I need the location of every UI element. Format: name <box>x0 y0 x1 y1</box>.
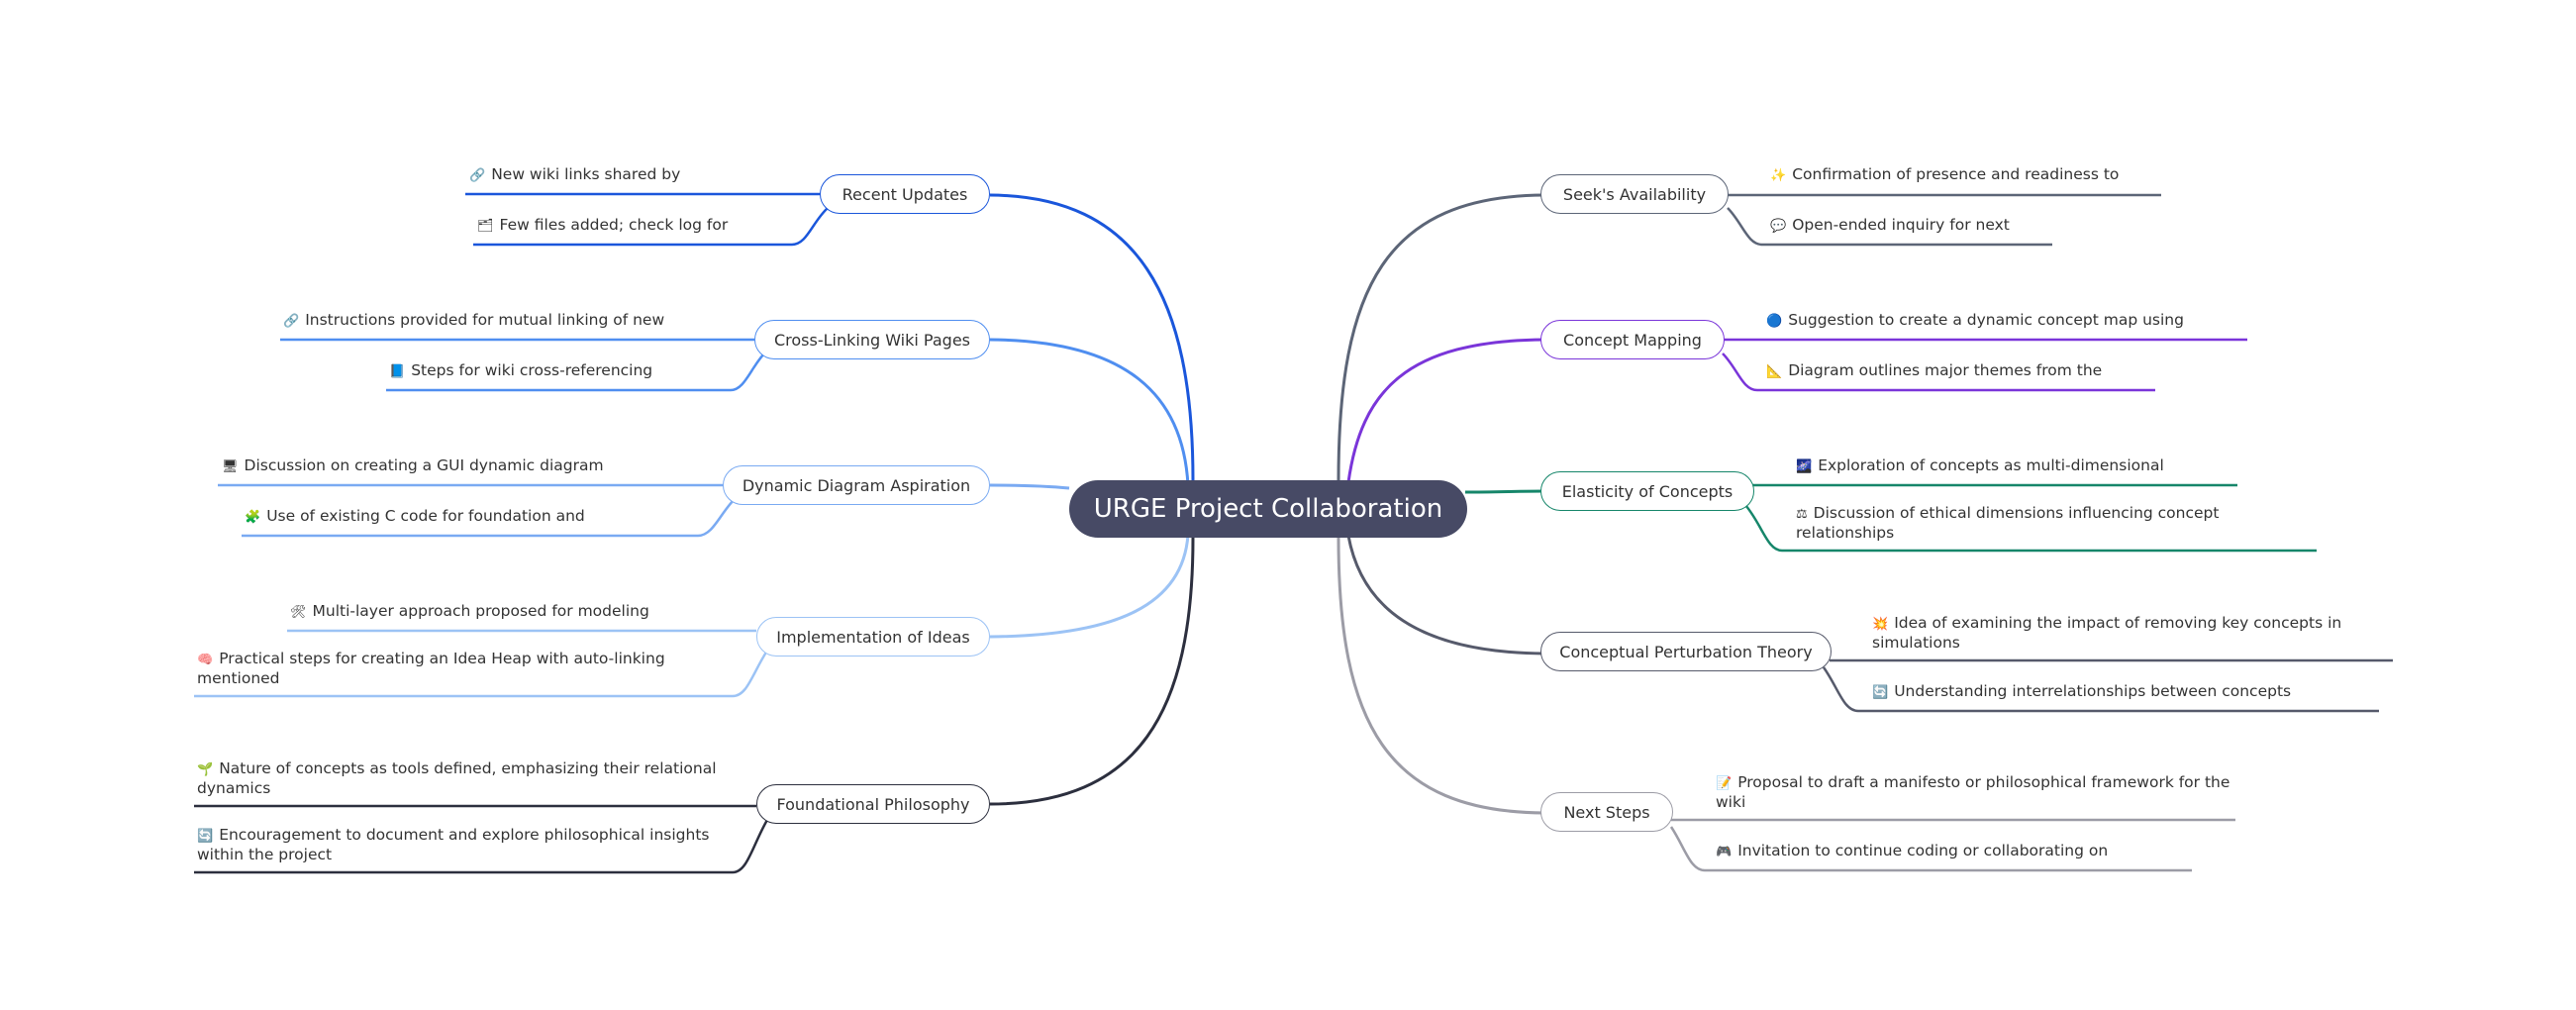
leaf-text: New wiki links shared by <box>491 165 681 183</box>
leaf-cross-linking-1[interactable]: 📘 Steps for wiki cross-referencing <box>389 361 736 381</box>
leaf-text: Steps for wiki cross-referencing <box>411 361 653 379</box>
underline-perturbation-1 <box>1822 666 2379 713</box>
sparkles-icon: ✨ <box>1770 168 1787 183</box>
connector-dynamic-diagram <box>989 483 1070 490</box>
branch-availability[interactable]: Seek's Availability <box>1540 174 1729 214</box>
leaf-recent-updates-0[interactable]: 🔗 New wiki links shared by <box>469 165 826 185</box>
leaf-implementation-1[interactable]: 🧠Practical steps for creating an Idea He… <box>197 650 732 687</box>
branch-next-steps[interactable]: Next Steps <box>1540 792 1673 832</box>
leaf-elasticity-1[interactable]: ⚖Discussion of ethical dimensions influe… <box>1796 504 2251 542</box>
leaf-text: Discussion on creating a GUI dynamic dia… <box>244 456 604 474</box>
underline-next-steps-1 <box>1669 826 2192 872</box>
blue-circle-icon: 🔵 <box>1766 314 1783 329</box>
underline-cross-linking-1 <box>386 353 765 392</box>
branch-dynamic-diagram[interactable]: Dynamic Diagram Aspiration <box>723 465 990 505</box>
branch-recent-updates[interactable]: Recent Updates <box>820 174 990 214</box>
leaf-availability-1[interactable]: 💬 Open-ended inquiry for next <box>1770 216 2067 236</box>
game-controller-icon: 🎮 <box>1716 845 1733 859</box>
cycle-arrows-icon: 🔄 <box>1872 685 1889 700</box>
branch-concept-mapping[interactable]: Concept Mapping <box>1540 320 1725 359</box>
puzzle-icon: 🧩 <box>245 510 261 525</box>
leaf-text: Proposal to draft a manifesto or philoso… <box>1716 773 2230 811</box>
root-node[interactable]: URGE Project Collaboration <box>1069 480 1467 538</box>
underline-elasticity-1 <box>1744 504 2317 553</box>
folder-icon: 🗂 <box>477 219 494 234</box>
leaf-availability-0[interactable]: ✨ Confirmation of presence and readiness … <box>1770 165 2166 185</box>
leaf-text: Multi-layer approach proposed for modeli… <box>312 602 649 620</box>
connector-availability <box>1337 193 1545 481</box>
computer-icon: 🖥 <box>222 459 239 474</box>
connector-foundational <box>989 537 1195 806</box>
leaf-foundational-0[interactable]: 🌱Nature of concepts as tools defined, em… <box>197 759 732 797</box>
branch-elasticity[interactable]: Elasticity of Concepts <box>1540 471 1754 511</box>
leaf-text: Instructions provided for mutual linking… <box>305 311 665 329</box>
speech-bubble-icon: 💬 <box>1770 219 1787 234</box>
leaf-text: Suggestion to create a dynamic concept m… <box>1788 311 2184 329</box>
leaf-dynamic-diagram-0[interactable]: 🖥 Discussion on creating a GUI dynamic di… <box>222 456 717 476</box>
leaf-implementation-0[interactable]: 🛠 Multi-layer approach proposed for model… <box>290 602 745 622</box>
leaf-perturbation-0[interactable]: 💥Idea of examining the impact of removin… <box>1872 614 2367 652</box>
branch-perturbation[interactable]: Conceptual Perturbation Theory <box>1540 632 1832 671</box>
underline-dynamic-diagram-1 <box>242 498 736 538</box>
connector-implementation <box>989 534 1190 639</box>
connector-concept-mapping <box>1346 338 1545 483</box>
leaf-next-steps-0[interactable]: 📝Proposal to draft a manifesto or philos… <box>1716 773 2250 811</box>
leaf-dynamic-diagram-1[interactable]: 🧩 Use of existing C code for foundation a… <box>245 507 700 527</box>
leaf-text: Exploration of concepts as multi-dimensi… <box>1818 456 2164 474</box>
leaf-perturbation-1[interactable]: 🔄 Understanding interrelationships betwee… <box>1872 682 2367 702</box>
leaf-next-steps-1[interactable]: 🎮 Invitation to continue coding or collab… <box>1716 842 2191 861</box>
leaf-concept-mapping-0[interactable]: 🔵 Suggestion to create a dynamic concept … <box>1766 311 2251 331</box>
leaf-text: Diagram outlines major themes from the <box>1788 361 2103 379</box>
branch-implementation[interactable]: Implementation of Ideas <box>756 617 990 656</box>
branch-cross-linking[interactable]: Cross-Linking Wiki Pages <box>754 320 990 359</box>
tools-icon: 🛠 <box>290 605 307 620</box>
leaf-text: Invitation to continue coding or collabo… <box>1737 842 2109 859</box>
leaf-text: Idea of examining the impact of removing… <box>1872 614 2342 652</box>
leaf-cross-linking-0[interactable]: 🔗 Instructions provided for mutual linkin… <box>283 311 748 331</box>
connector-perturbation <box>1346 535 1545 656</box>
connector-recent-updates <box>989 193 1195 481</box>
leaf-text: Use of existing C code for foundation an… <box>266 507 585 525</box>
galaxy-icon: 🌌 <box>1796 459 1813 474</box>
leaf-text: Open-ended inquiry for next <box>1792 216 2010 234</box>
branch-foundational[interactable]: Foundational Philosophy <box>756 784 990 824</box>
leaf-concept-mapping-1[interactable]: 📐 Diagram outlines major themes from the <box>1766 361 2162 381</box>
leaf-text: Discussion of ethical dimensions influen… <box>1796 504 2220 542</box>
scales-icon: ⚖ <box>1796 507 1808 522</box>
underline-availability-1 <box>1727 207 2052 247</box>
seedling-icon: 🌱 <box>197 762 214 777</box>
underline-implementation-1 <box>194 650 769 698</box>
leaf-foundational-1[interactable]: 🔄Encouragement to document and explore p… <box>197 826 732 863</box>
connector-cross-linking <box>989 338 1190 486</box>
leaf-text: Practical steps for creating an Idea Hea… <box>197 650 665 687</box>
link-icon: 🔗 <box>283 314 300 329</box>
underline-concept-mapping-1 <box>1722 353 2155 392</box>
cycle-arrows-icon: 🔄 <box>197 829 214 844</box>
leaf-text: Encouragement to document and explore ph… <box>197 826 710 863</box>
shatter-icon: 💥 <box>1872 617 1889 632</box>
link-icon: 🔗 <box>469 168 486 183</box>
blue-book-icon: 📘 <box>389 364 406 379</box>
leaf-text: Nature of concepts as tools defined, emp… <box>197 759 717 797</box>
leaf-recent-updates-1[interactable]: 🗂 Few files added; check log for <box>477 216 814 236</box>
connector-elasticity <box>1464 489 1545 494</box>
leaf-elasticity-0[interactable]: 🌌 Exploration of concepts as multi-dimens… <box>1796 456 2241 476</box>
triangular-ruler-icon: 📐 <box>1766 364 1783 379</box>
brain-icon: 🧠 <box>197 653 214 667</box>
connector-next-steps <box>1337 537 1545 815</box>
leaf-text: Understanding interrelationships between… <box>1894 682 2292 700</box>
leaf-text: Few files added; check log for <box>499 216 729 234</box>
underline-foundational-1 <box>194 819 769 874</box>
memo-icon: 📝 <box>1716 776 1733 791</box>
underline-recent-updates-1 <box>473 207 829 247</box>
leaf-text: Confirmation of presence and readiness t… <box>1792 165 2120 183</box>
